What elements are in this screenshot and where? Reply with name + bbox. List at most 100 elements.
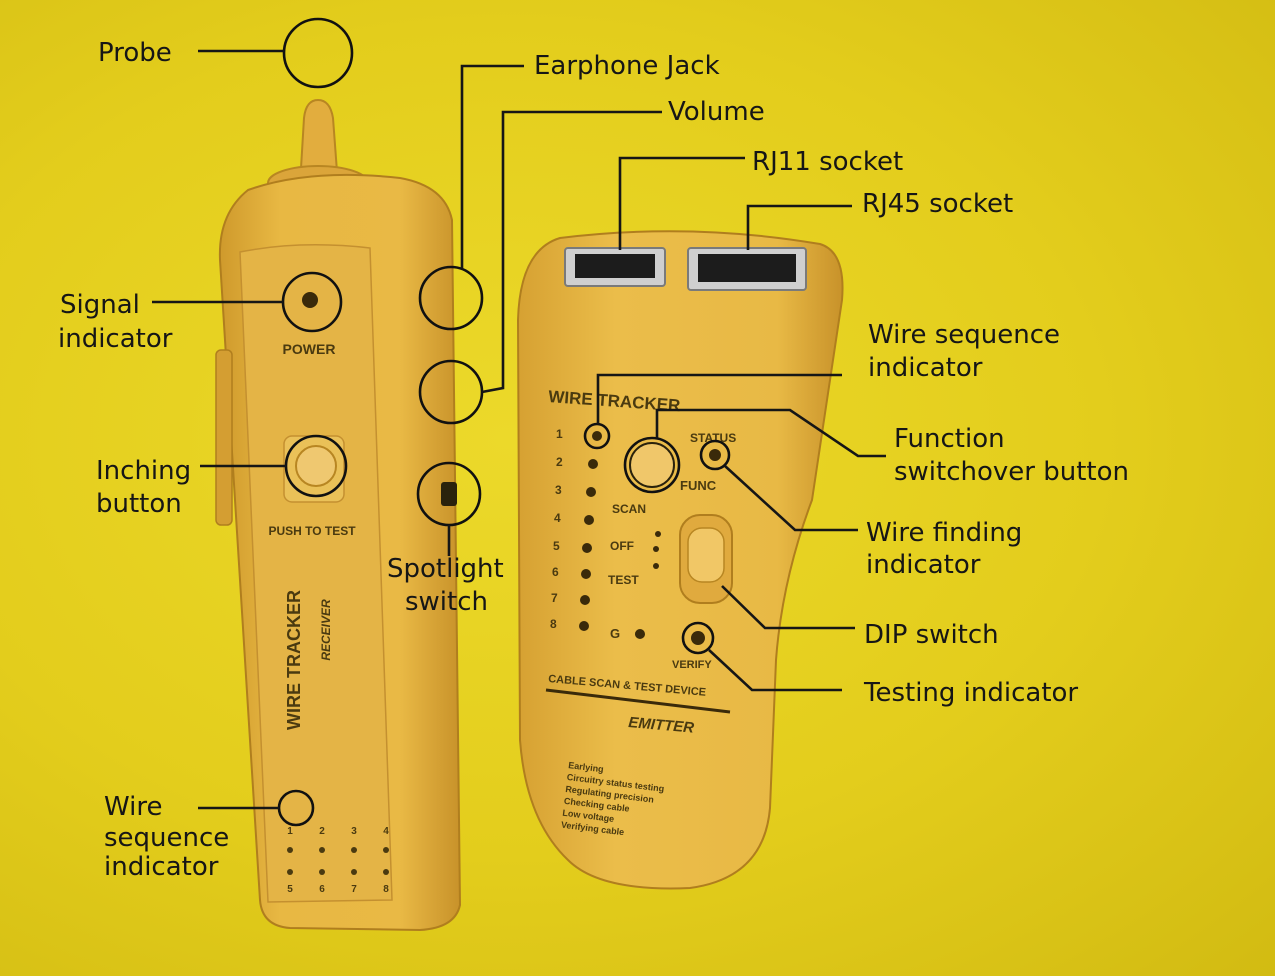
emitter-led-number: 4 <box>554 511 561 525</box>
mode-dot <box>655 531 661 537</box>
signal-indicator-label: indicator <box>58 324 173 354</box>
testing-indicator-ring <box>681 621 715 655</box>
emitter-led <box>582 543 592 553</box>
emitter-feature: Earlying <box>568 760 604 774</box>
rj45-socket-cavity <box>698 254 796 282</box>
function-switchover-button[interactable] <box>629 442 675 488</box>
wire-sequence-right-leader <box>596 373 842 424</box>
emitter-led-number: 7 <box>551 591 558 605</box>
receiver-led-label: 5 <box>287 884 293 895</box>
emitter-underline <box>545 688 731 714</box>
emitter-led <box>592 431 602 441</box>
emitter-led-number: 6 <box>552 565 559 579</box>
receiver-face-panel <box>239 244 393 903</box>
receiver-led-label: 3 <box>351 826 357 837</box>
dip-switch-leader <box>721 585 855 630</box>
receiver-led-label: 2 <box>319 826 325 837</box>
mode-scan-label: SCAN <box>612 502 646 516</box>
status-label: STATUS <box>690 431 736 445</box>
receiver-led-label: 8 <box>383 884 389 895</box>
emitter-led-number: 1 <box>556 427 563 441</box>
receiver-led <box>383 847 389 853</box>
wire-sequence-left-label: Wire <box>104 792 162 822</box>
receiver-led-label: 6 <box>319 884 325 895</box>
power-label: POWER <box>283 341 336 357</box>
receiver-led-label: 1 <box>287 826 293 837</box>
mode-dot <box>653 546 659 552</box>
mode-dot <box>653 563 659 569</box>
ground-led <box>635 629 645 639</box>
receiver-led-label: 7 <box>351 884 357 895</box>
receiver-led-grid: 1 2 3 4 5 6 7 8 <box>287 826 389 895</box>
emitter-led-number: 8 <box>550 617 557 631</box>
push-to-test-label: PUSH TO TEST <box>268 524 356 538</box>
emitter-led <box>581 569 591 579</box>
rj45-leader <box>746 204 852 250</box>
wire-sequence-right-label: Wire sequence <box>868 320 1060 350</box>
spotlight-switch-label: Spotlight <box>387 554 504 584</box>
volume-leader <box>481 110 662 394</box>
func-label: FUNC <box>680 478 717 493</box>
emitter-led <box>586 487 596 497</box>
status-led <box>709 449 721 461</box>
spotlight-switch-label: switch <box>405 587 488 617</box>
receiver-device: POWER PUSH TO TEST WIRE TRACKER RECEIVER… <box>215 98 462 932</box>
testing-led <box>691 631 705 645</box>
emitter-led-number: 5 <box>553 539 560 553</box>
ground-label: G <box>610 626 620 641</box>
rj45-socket-label: RJ45 socket <box>862 189 1013 219</box>
emitter-led-column: 1 2 3 4 5 6 7 8 <box>550 427 602 631</box>
emitter-led-number: 2 <box>556 455 563 469</box>
emitter-line2: EMITTER <box>628 714 695 737</box>
emitter-led-number: 3 <box>555 483 562 497</box>
wire-finding-leader <box>724 465 858 532</box>
emitter-device: WIRE TRACKER 1 2 3 4 5 6 7 8 FUNC STATUS <box>516 230 844 890</box>
inching-button-label: Inching <box>96 456 191 486</box>
power-led <box>302 292 318 308</box>
dip-switch-label: DIP switch <box>864 620 999 650</box>
leader-lines <box>152 49 886 810</box>
wire-sequence-right-label: indicator <box>868 353 983 383</box>
function-switchover-label: switchover button <box>894 457 1129 487</box>
push-to-test-button[interactable] <box>295 445 337 487</box>
signal-indicator-label: Signal <box>60 290 140 320</box>
function-switchover-label: Function <box>894 424 1005 454</box>
earphone-jack-label: Earphone Jack <box>534 51 720 81</box>
receiver-led <box>287 869 293 875</box>
receiver-led <box>319 869 325 875</box>
receiver-led <box>351 869 357 875</box>
wire-finding-label: Wire finding <box>866 518 1022 548</box>
receiver-side-clip <box>215 349 233 526</box>
wire-sequence-left-label: sequence <box>104 823 229 853</box>
rj11-leader <box>618 156 745 250</box>
function-button-ring <box>623 436 681 494</box>
receiver-led <box>319 847 325 853</box>
emitter-led <box>579 621 589 631</box>
probe-label: Probe <box>98 38 172 68</box>
testing-indicator-leader <box>708 649 842 692</box>
mode-off-label: OFF <box>610 539 634 553</box>
wire-finding-label: indicator <box>866 550 981 580</box>
emitter-led <box>580 595 590 605</box>
earphone-jack-ring <box>418 265 484 331</box>
verify-label: VERIFY <box>672 659 712 671</box>
probe-ring <box>282 17 354 89</box>
testing-indicator-label: Testing indicator <box>863 678 1078 708</box>
function-button-leader <box>655 408 886 458</box>
inching-button-label: button <box>96 489 182 519</box>
emitter-led <box>584 515 594 525</box>
receiver-model: RECEIVER <box>319 599 333 661</box>
mode-test-label: TEST <box>608 573 639 587</box>
dip-switch-slider[interactable] <box>687 527 725 583</box>
earphone-jack-leader <box>460 64 524 268</box>
receiver-name: WIRE TRACKER <box>284 590 304 730</box>
volume-label: Volume <box>668 97 765 127</box>
receiver-led <box>351 847 357 853</box>
receiver-led <box>287 847 293 853</box>
receiver-probe-tip <box>298 98 340 186</box>
spotlight-switch-knob[interactable] <box>441 482 457 506</box>
wire-sequence-left-label: indicator <box>104 852 219 882</box>
callout-labels: Probe Earphone Jack Volume RJ11 socket R… <box>58 38 1129 882</box>
wire-finding-ring <box>699 439 731 471</box>
